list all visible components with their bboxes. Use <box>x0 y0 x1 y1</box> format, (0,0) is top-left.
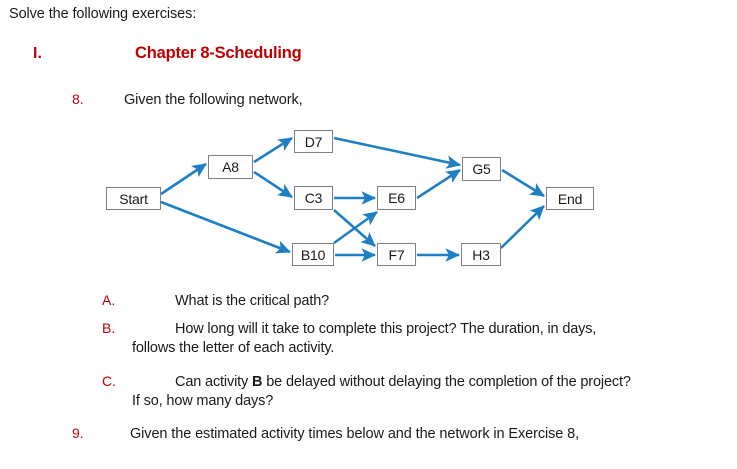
subitem-b-letter: B. <box>102 320 116 336</box>
subitem-c: C. Can activity B be delayed without del… <box>102 373 631 411</box>
subitem-b-line2: follows the letter of each activity. <box>132 340 335 356</box>
subitem-b: B. How long will it take to complete thi… <box>102 320 596 358</box>
exercise-9-prompt: Given the estimated activity times below… <box>130 426 580 442</box>
network-node-start: Start <box>106 187 161 210</box>
network-edge-a-to-d <box>253 136 293 164</box>
exercise-8-number: 8. <box>72 91 84 107</box>
exercise-9-number: 9. <box>72 425 84 441</box>
network-node-b: B10 <box>292 243 334 266</box>
subitem-b-text: How long will it take to complete this p… <box>132 320 597 358</box>
subitem-c-line1-post: be delayed without delaying the completi… <box>262 374 631 390</box>
section-heading: I. Chapter 8-Scheduling <box>33 44 302 63</box>
network-node-end: End <box>546 187 594 210</box>
subitem-c-line2: If so, how many days? <box>132 393 274 409</box>
network-edge-b-to-e <box>333 210 378 245</box>
network-node-h: H3 <box>461 243 501 266</box>
network-node-g: G5 <box>462 157 501 181</box>
subitem-c-letter: C. <box>102 373 116 389</box>
subitem-b-line1: How long will it take to complete this p… <box>175 321 597 337</box>
network-node-d: D7 <box>294 130 333 153</box>
network-edge-e-to-g <box>416 168 461 200</box>
section-numeral: I. <box>33 45 42 62</box>
subitem-a-letter: A. <box>102 292 116 308</box>
chapter-title: Chapter 8-Scheduling <box>135 44 302 62</box>
network-edge-a-to-c <box>253 170 293 199</box>
subitem-c-activity-letter: B <box>252 374 263 390</box>
subitem-c-text: Can activity B be delayed without delayi… <box>132 373 631 411</box>
exercise-8-heading: 8. Given the following network, <box>72 91 303 108</box>
network-node-e: E6 <box>377 186 416 210</box>
subitem-c-line1-pre: Can activity <box>175 374 253 390</box>
subitem-a: A. What is the critical path? <box>102 292 329 311</box>
exercise-8-prompt: Given the following network, <box>124 92 303 108</box>
subitem-a-text: What is the critical path? <box>175 293 330 309</box>
exercise-9-heading: 9. Given the estimated activity times be… <box>72 425 579 442</box>
network-edge-d-to-g <box>333 136 462 169</box>
network-edge-g-to-end <box>501 168 545 198</box>
network-edge-start-to-a <box>160 162 207 196</box>
network-edge-h-to-end <box>500 205 545 249</box>
intro-text: Solve the following exercises: <box>9 6 197 22</box>
network-node-a: A8 <box>208 155 253 179</box>
network-edges-svg <box>160 136 545 262</box>
network-node-c: C3 <box>294 186 333 210</box>
network-edge-start-to-b <box>160 200 291 254</box>
network-node-f: F7 <box>377 243 416 266</box>
